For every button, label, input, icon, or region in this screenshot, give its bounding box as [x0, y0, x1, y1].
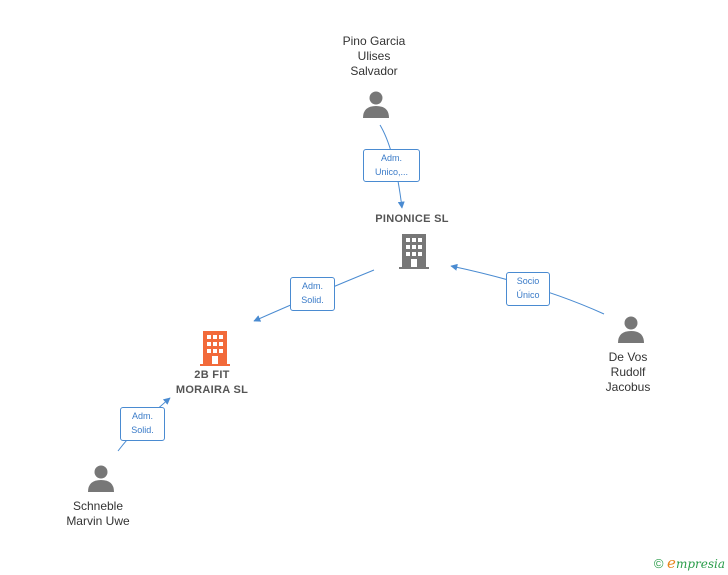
name-line: Pino Garcia: [342, 34, 406, 48]
edge-label-line: Adm.: [380, 153, 402, 163]
edge-label-line: Socio: [516, 276, 540, 286]
name-line: Schneble: [72, 499, 124, 513]
brand-logo-initial: e: [667, 554, 676, 572]
footer-brand: © empresia: [654, 554, 725, 572]
name-line: Salvador: [350, 64, 398, 78]
name-line: De Vos: [608, 350, 648, 364]
person-icon[interactable]: [616, 314, 646, 344]
building-icon-highlighted[interactable]: [199, 330, 231, 366]
edge-label-line: Adm.: [301, 281, 323, 291]
edge-label-pinonice-twob[interactable]: Adm. Solid.: [290, 277, 335, 311]
edge-label-schneble-twob[interactable]: Adm. Solid.: [120, 407, 165, 441]
edge-label-devos-pinonice[interactable]: Socio Único: [506, 272, 550, 306]
building-icon[interactable]: [398, 233, 430, 269]
copyright-icon: ©: [653, 556, 664, 571]
person-icon[interactable]: [361, 89, 391, 119]
name-line: Marvin Uwe: [66, 514, 130, 528]
name-line: Rudolf: [610, 365, 646, 379]
company-name-line: 2B FIT: [194, 369, 230, 381]
company-label-pinonice[interactable]: PINONICE SL: [352, 212, 472, 227]
edge-label-line: Único: [516, 290, 540, 300]
name-line: Jacobus: [605, 380, 651, 394]
person-label-devos[interactable]: De Vos Rudolf Jacobus: [578, 350, 678, 395]
company-name-line: PINONICE SL: [375, 213, 449, 225]
person-icon[interactable]: [86, 463, 116, 493]
company-name-line: MORAIRA SL: [175, 384, 249, 396]
name-line: Ulises: [357, 49, 391, 63]
edge-label-line: Unico,...: [374, 167, 408, 177]
person-label-schneble[interactable]: Schneble Marvin Uwe: [48, 499, 148, 529]
edge-label-line: Adm.: [131, 411, 153, 421]
edge-label-line: Solid.: [301, 295, 324, 305]
person-label-pino[interactable]: Pino Garcia Ulises Salvador: [324, 34, 424, 79]
brand-logo-text: mpresia: [675, 557, 725, 571]
edge-label-pino-pinonice[interactable]: Adm. Unico,...: [363, 149, 420, 182]
edge-label-line: Solid.: [131, 425, 154, 435]
company-label-twob[interactable]: 2B FIT MORAIRA SL: [152, 368, 272, 398]
